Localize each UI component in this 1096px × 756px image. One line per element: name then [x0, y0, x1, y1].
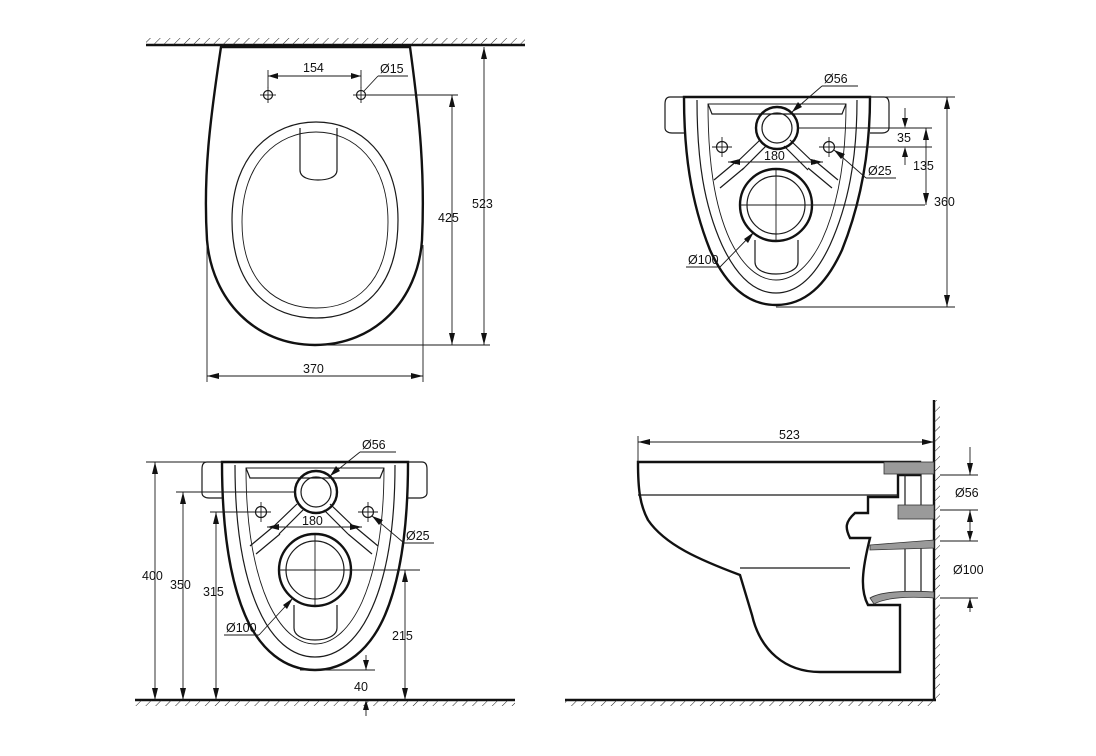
- rear-dim-floor-gap: 40: [354, 680, 368, 694]
- seat-rim: [241, 131, 389, 309]
- rear-dim-bolt-spacing: 180: [302, 514, 323, 528]
- front-dim-total-height: 360: [934, 195, 955, 209]
- front-dim-bolt-spacing: 180: [764, 149, 785, 163]
- front-ear-left: [664, 96, 684, 134]
- dim-total-length: 523: [472, 197, 493, 211]
- front-dim-offset: 35: [897, 131, 911, 145]
- mounting-hole-left: [260, 87, 276, 103]
- seat-opening: [231, 121, 399, 319]
- front-dim-bolt-height: 135: [913, 159, 934, 173]
- front-dim-inlet: Ø100: [688, 253, 719, 267]
- top-view: 154 Ø15 370 425 523: [146, 38, 525, 382]
- side-view: 523 Ø56 Ø100: [565, 400, 984, 706]
- dim-seat-length: 425: [438, 211, 459, 225]
- rear-dim-height-inlet: 215: [392, 629, 413, 643]
- front-dim-bolt: Ø25: [868, 164, 892, 178]
- front-dim-outlet: Ø56: [824, 72, 848, 86]
- rear-dim-inlet: Ø100: [226, 621, 257, 635]
- dim-hole-spacing: 154: [303, 61, 324, 75]
- rear-view: 180 Ø56 Ø25 Ø100 400 350 315: [135, 438, 515, 716]
- flush-channel: [299, 128, 338, 181]
- bowl-outline: [204, 45, 425, 347]
- side-inlet-pipe: [904, 544, 922, 594]
- rear-dim-height-total: 400: [142, 569, 163, 583]
- side-dim-length: 523: [779, 428, 800, 442]
- rear-dim-height-outlet: 315: [203, 585, 224, 599]
- side-body-outline: [636, 460, 922, 674]
- side-dim-outlet: Ø56: [955, 486, 979, 500]
- rear-dim-height-bolts: 350: [170, 578, 191, 592]
- front-ear-right: [870, 96, 890, 134]
- front-view: 180 Ø56 Ø25 Ø100 35 135: [664, 72, 955, 308]
- wall-hatch: [146, 38, 525, 45]
- rear-dim-outlet: Ø56: [362, 438, 386, 452]
- front-body-outline: [682, 95, 872, 307]
- side-dim-inlet: Ø100: [953, 563, 984, 577]
- rear-dim-bolt: Ø25: [406, 529, 430, 543]
- dim-hole-diameter: Ø15: [380, 62, 404, 76]
- dim-width: 370: [303, 362, 324, 376]
